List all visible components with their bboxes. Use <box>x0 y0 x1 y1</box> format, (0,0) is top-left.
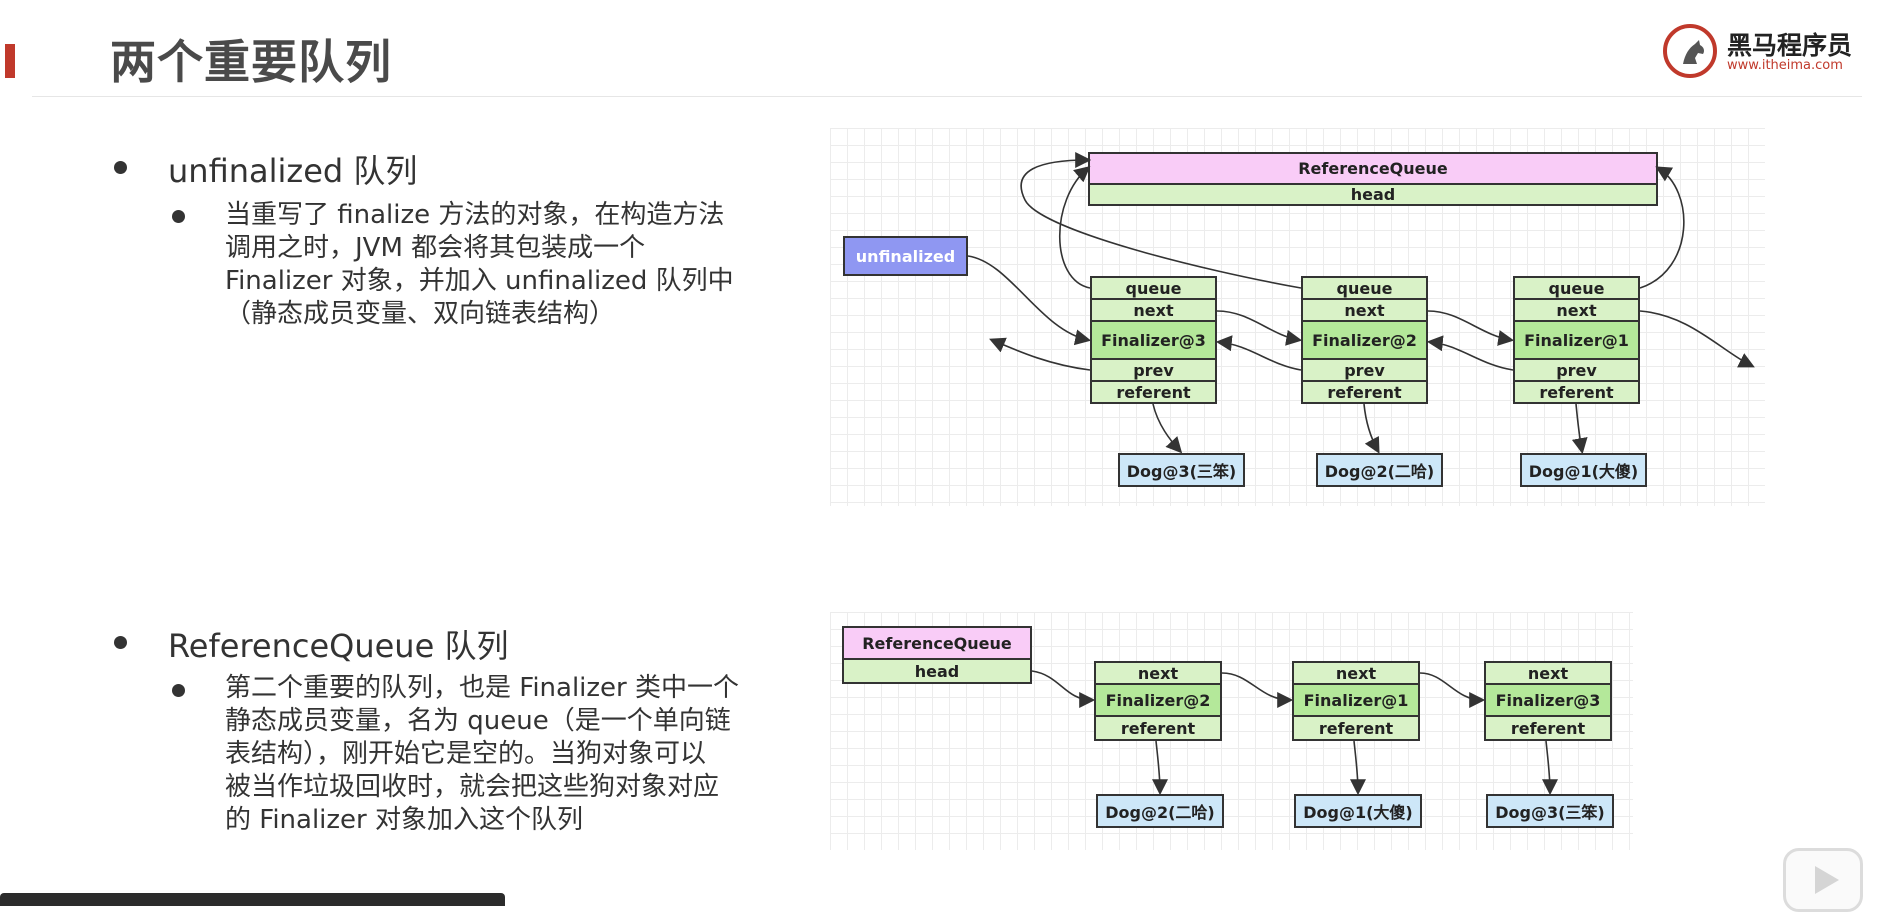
node-queue-field: queue <box>1513 276 1640 300</box>
node-referent-field: referent <box>1484 715 1612 741</box>
node-name: Finalizer@3 <box>1090 320 1217 360</box>
section1-paragraph: 当重写了 finalize 方法的对象，在构造方法 调用之时，JVM 都会将其包… <box>225 199 785 331</box>
section1-heading: unfinalized 队列 <box>168 152 418 190</box>
title-accent-bar <box>5 44 15 78</box>
horse-logo-icon <box>1663 24 1717 78</box>
node-next-field: next <box>1484 661 1612 685</box>
dog-object: Dog@2(二哈) <box>1096 794 1224 828</box>
title-divider <box>32 96 1862 97</box>
node-next-field: next <box>1513 298 1640 322</box>
reference-queue-head: head <box>842 658 1032 684</box>
paragraph-line: 被当作垃圾回收时，就会把这些狗对象对应 <box>225 772 720 802</box>
node-referent-field: referent <box>1513 380 1640 404</box>
bullet-dot <box>172 210 185 223</box>
node-name: Finalizer@1 <box>1513 320 1640 360</box>
node-referent-field: referent <box>1292 715 1420 741</box>
node-name: Finalizer@3 <box>1484 683 1612 717</box>
play-button[interactable] <box>1783 848 1863 912</box>
dog-object: Dog@2(二哈) <box>1316 453 1443 487</box>
brand-logo: 黑马程序员 www.itheima.com <box>1663 24 1873 80</box>
paragraph-line: Finalizer 对象，并加入 unfinalized 队列中 <box>225 266 734 296</box>
node-queue-field: queue <box>1301 276 1428 300</box>
video-progress-bar[interactable] <box>0 893 505 906</box>
bullet-dot <box>114 636 127 649</box>
dog-object: Dog@1(大傻) <box>1294 794 1422 828</box>
node-next-field: next <box>1301 298 1428 322</box>
node-name: Finalizer@1 <box>1292 683 1420 717</box>
reference-queue-head: head <box>1088 183 1658 206</box>
dog-object: Dog@3(三笨) <box>1486 794 1614 828</box>
reference-queue-label: ReferenceQueue <box>842 626 1032 660</box>
node-referent-field: referent <box>1090 380 1217 404</box>
logo-url: www.itheima.com <box>1727 58 1843 73</box>
section2-paragraph: 第二个重要的队列，也是 Finalizer 类中一个 静态成员变量，名为 que… <box>225 672 785 837</box>
reference-queue-label: ReferenceQueue <box>1088 152 1658 185</box>
node-next-field: next <box>1292 661 1420 685</box>
paragraph-line: 表结构），刚开始它是空的。当狗对象可以 <box>225 739 707 769</box>
unfinalized-label: unfinalized <box>843 236 968 276</box>
paragraph-line: 的 Finalizer 对象加入这个队列 <box>225 805 584 835</box>
bullet-dot <box>114 161 127 174</box>
section2-heading: ReferenceQueue 队列 <box>168 627 509 665</box>
paragraph-line: 当重写了 finalize 方法的对象，在构造方法 <box>225 200 725 230</box>
node-next-field: next <box>1090 298 1217 322</box>
paragraph-line: 静态成员变量，名为 queue（是一个单向链 <box>225 706 731 736</box>
node-prev-field: prev <box>1301 358 1428 382</box>
node-referent-field: referent <box>1094 715 1222 741</box>
node-referent-field: referent <box>1301 380 1428 404</box>
dog-object: Dog@1(大傻) <box>1520 453 1647 487</box>
node-name: Finalizer@2 <box>1094 683 1222 717</box>
logo-name: 黑马程序员 <box>1727 31 1853 60</box>
page-title: 两个重要队列 <box>110 35 392 89</box>
bullet-dot <box>172 684 185 697</box>
node-name: Finalizer@2 <box>1301 320 1428 360</box>
paragraph-line: 调用之时，JVM 都会将其包装成一个 <box>225 233 646 263</box>
dog-object: Dog@3(三笨) <box>1118 453 1245 487</box>
paragraph-line: 第二个重要的队列，也是 Finalizer 类中一个 <box>225 673 740 703</box>
node-prev-field: prev <box>1090 358 1217 382</box>
node-next-field: next <box>1094 661 1222 685</box>
play-icon <box>1815 866 1839 894</box>
paragraph-line: （静态成员变量、双向链表结构） <box>225 299 616 329</box>
node-queue-field: queue <box>1090 276 1217 300</box>
horse-silhouette-icon <box>1683 40 1704 64</box>
node-prev-field: prev <box>1513 358 1640 382</box>
